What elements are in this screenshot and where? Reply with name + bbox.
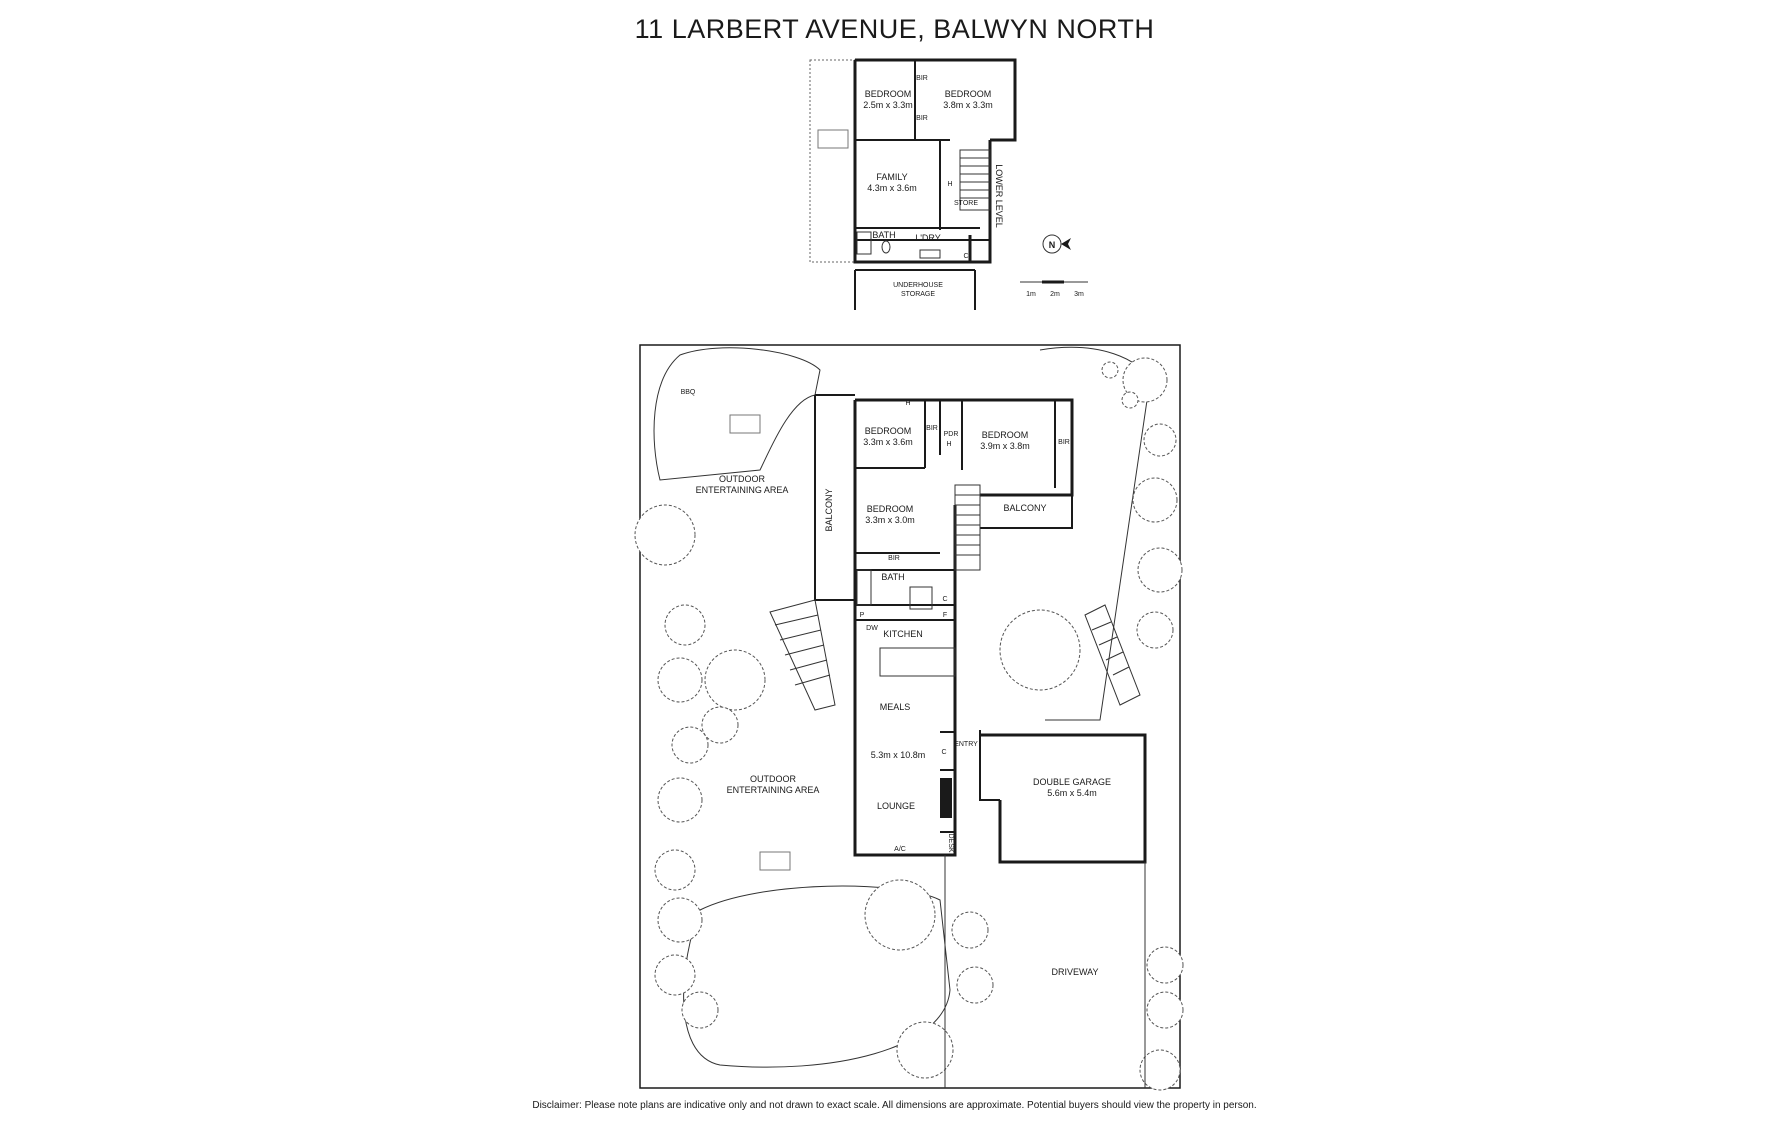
outdoor-area-1-label-2: ENTERTAINING AREA bbox=[696, 485, 789, 495]
site-plan: BBQ OUTDOOR ENTERTAINING AREA OUTDOOR EN… bbox=[634, 344, 1184, 1091]
lower-store: STORE bbox=[954, 200, 978, 207]
balcony-left-wall bbox=[814, 394, 855, 601]
outdoor-stairs-left bbox=[769, 599, 836, 711]
outdoor-area-1-label-1: OUTDOOR bbox=[719, 474, 765, 484]
lower-bath: BATH bbox=[872, 230, 895, 240]
lower-level-label: LOWER LEVEL bbox=[994, 164, 1004, 228]
bathtub-icon bbox=[856, 231, 872, 255]
cupboard-2-label: C bbox=[941, 749, 946, 756]
fridge-label: F bbox=[943, 612, 947, 619]
trees bbox=[634, 357, 1184, 1091]
lower-family-size: 4.3m x 3.6m bbox=[867, 183, 917, 193]
entry-label: ENTRY bbox=[954, 741, 978, 748]
lower-bedroom-1-name: BEDROOM bbox=[865, 89, 912, 99]
outdoor-stairs-right bbox=[1084, 604, 1141, 706]
garage-name-label: DOUBLE GARAGE bbox=[1033, 777, 1111, 787]
compass: N bbox=[1042, 234, 1071, 254]
bedroom-2-size: 3.9m x 3.8m bbox=[980, 441, 1030, 451]
toilet-icon bbox=[881, 240, 891, 254]
bedroom-1-name: BEDROOM bbox=[865, 426, 912, 436]
driveway-edges bbox=[944, 855, 1146, 1088]
lower-bedroom-1-size: 2.5m x 3.3m bbox=[863, 100, 913, 110]
bedroom-3-size: 3.3m x 3.0m bbox=[865, 515, 915, 525]
bedroom-2-name: BEDROOM bbox=[982, 430, 1029, 440]
balcony-right-wall bbox=[980, 494, 1073, 529]
balcony-left-label: BALCONY bbox=[824, 488, 834, 531]
compass-letter: N bbox=[1049, 240, 1056, 250]
site-boundary bbox=[639, 344, 1181, 1089]
lower-hallway-h: H bbox=[947, 181, 952, 188]
bbq-garden-outline bbox=[653, 347, 821, 481]
bir-a: BIR bbox=[926, 425, 938, 432]
living-size-label: 5.3m x 10.8m bbox=[871, 750, 926, 760]
bedroom-1-size: 3.3m x 3.6m bbox=[863, 437, 913, 447]
shower-icon bbox=[909, 586, 933, 610]
balcony-right-label: BALCONY bbox=[1003, 503, 1046, 513]
lower-laundry: L'DRY bbox=[915, 233, 941, 243]
brick-paving-icon bbox=[729, 414, 761, 434]
air-conditioner-label: A/C bbox=[894, 846, 906, 853]
lower-level-plan: BEDROOM 2.5m x 3.3m BEDROOM 3.8m x 3.3m … bbox=[809, 58, 1017, 310]
page-title: 11 LARBERT AVENUE, BALWYN NORTH bbox=[634, 14, 1155, 44]
side-deck-outline bbox=[809, 59, 856, 263]
lower-bedroom-2-size: 3.8m x 3.3m bbox=[943, 100, 993, 110]
lower-stairs bbox=[959, 149, 991, 211]
lounge-label: LOUNGE bbox=[877, 801, 915, 811]
lower-cupboard: C bbox=[963, 253, 968, 260]
bathtub-icon bbox=[856, 569, 872, 606]
powder-room-label: PDR bbox=[944, 431, 959, 438]
bath-label: BATH bbox=[881, 572, 904, 582]
hallway-h-2: H bbox=[946, 441, 951, 448]
laundry-tub-icon bbox=[919, 249, 941, 259]
bir-b: BIR bbox=[1058, 439, 1070, 446]
outdoor-area-2-label-1: OUTDOOR bbox=[750, 774, 796, 784]
bedroom-3-name: BEDROOM bbox=[867, 504, 914, 514]
fireplace-icon bbox=[940, 778, 952, 818]
garage-size-label: 5.6m x 5.4m bbox=[1047, 788, 1097, 798]
lower-inner-wall bbox=[855, 60, 990, 241]
cupboard-1-label: C bbox=[942, 596, 947, 603]
brick-paving-icon bbox=[817, 129, 849, 149]
scale-bar: 1m 2m 3m bbox=[1020, 280, 1088, 298]
underhouse-storage-label-2: STORAGE bbox=[901, 291, 935, 298]
disclaimer: Disclaimer: Please note plans are indica… bbox=[532, 1100, 1257, 1111]
scale-2m: 2m bbox=[1050, 291, 1060, 298]
dishwasher-label: DW bbox=[866, 625, 878, 632]
hallway-h-1: H bbox=[905, 400, 910, 407]
meals-label: MEALS bbox=[880, 702, 911, 712]
kitchen-label: KITCHEN bbox=[883, 629, 923, 639]
desk-label: DESK bbox=[947, 833, 954, 852]
underhouse-storage-label-1: UNDERHOUSE bbox=[893, 282, 943, 289]
kitchen-island bbox=[879, 647, 956, 677]
lower-family-name: FAMILY bbox=[876, 172, 907, 182]
upper-stairs bbox=[954, 484, 981, 571]
room-walls bbox=[855, 400, 1056, 621]
underhouse-storage-outline bbox=[854, 269, 976, 310]
entry-walls bbox=[940, 730, 1000, 855]
lower-bir-1: BIR bbox=[916, 75, 928, 82]
bir-c: BIR bbox=[888, 555, 900, 562]
pantry-label: P bbox=[860, 612, 865, 619]
outdoor-area-2-label-2: ENTERTAINING AREA bbox=[727, 785, 820, 795]
lower-bir-2: BIR bbox=[916, 115, 928, 122]
garage-walls bbox=[980, 733, 1147, 864]
scale-1m: 1m bbox=[1026, 291, 1036, 298]
bbq-label: BBQ bbox=[681, 389, 696, 396]
driveway-label: DRIVEWAY bbox=[1051, 967, 1098, 977]
scale-3m: 3m bbox=[1074, 291, 1084, 298]
brick-paving-icon bbox=[759, 851, 791, 871]
lower-bedroom-2-name: BEDROOM bbox=[945, 89, 992, 99]
